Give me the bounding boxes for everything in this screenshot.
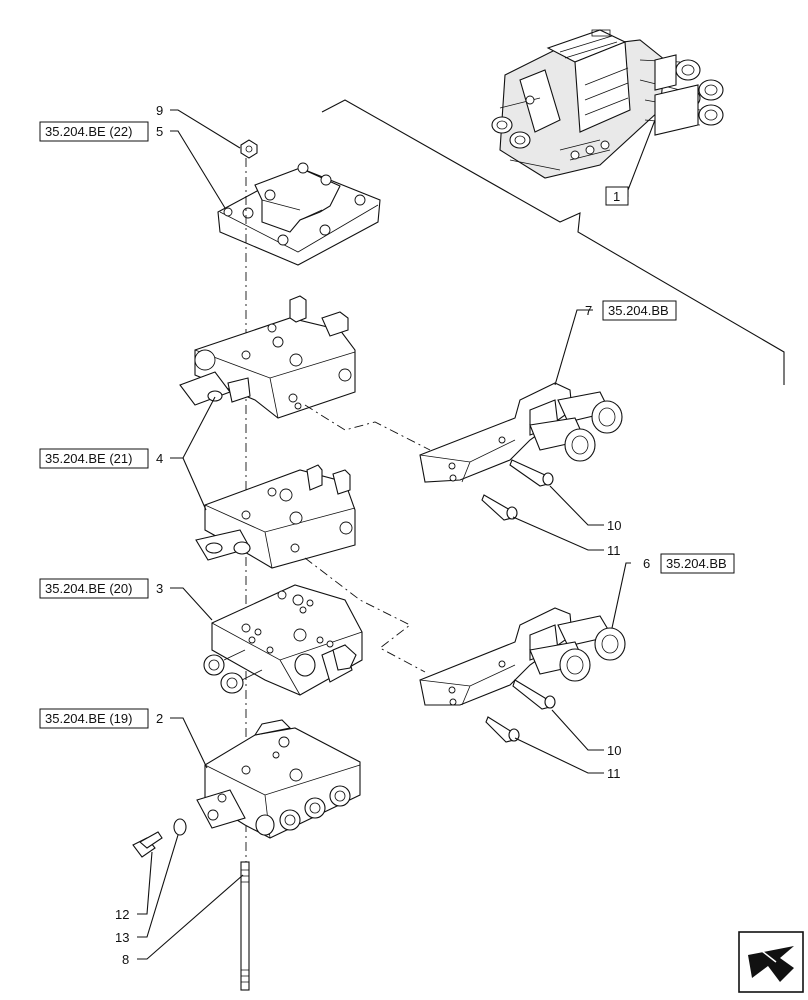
ref-link-35-204-be-19[interactable]: 35.204.BE (19): [39, 708, 149, 729]
coupler-bracket-part-7: [419, 382, 623, 483]
ref-link-35-204-be-20[interactable]: 35.204.BE (20): [39, 578, 149, 599]
callout-7: 7: [585, 303, 592, 318]
callout-11-lower: 11: [607, 766, 621, 781]
valve-section-part-3: [203, 584, 363, 696]
ref-link-35-204-be-22[interactable]: 35.204.BE (22): [39, 121, 149, 142]
bolts-lower: [485, 679, 556, 743]
svg-text:35.204.BE (22): 35.204.BE (22): [45, 124, 132, 139]
svg-text:35.204.BB: 35.204.BB: [608, 303, 669, 318]
valve-section-part-2: [196, 719, 361, 839]
bolts-upper: [481, 459, 554, 521]
svg-text:35.204.BE (19): 35.204.BE (19): [45, 711, 132, 726]
o-ring-part-13: [173, 818, 187, 836]
callout-1-box: [605, 186, 629, 206]
callout-4: 4: [156, 451, 163, 466]
valve-section-part-4-upper: [179, 295, 356, 419]
cover-plate-part-5: [217, 162, 381, 266]
ref-link-35-204-be-21[interactable]: 35.204.BE (21): [39, 448, 149, 469]
coupler-bracket-part-6: [419, 607, 626, 706]
arrow-navigation-icon[interactable]: [738, 931, 804, 993]
callout-13: 13: [115, 930, 129, 945]
break-line: [321, 99, 785, 385]
callout-11-upper: 11: [607, 543, 621, 558]
callout-12: 12: [115, 907, 129, 922]
ref-link-35-204-bb-6[interactable]: 35.204.BB: [660, 553, 735, 574]
callout-8: 8: [122, 952, 129, 967]
svg-text:35.204.BE (20): 35.204.BE (20): [45, 581, 132, 596]
callout-10-lower: 10: [607, 743, 621, 758]
svg-text:35.204.BB: 35.204.BB: [666, 556, 727, 571]
callout-10-upper: 10: [607, 518, 621, 533]
nut-part-9: [240, 139, 258, 159]
svg-text:35.204.BE (21): 35.204.BE (21): [45, 451, 132, 466]
assembly-line-7: [304, 404, 431, 451]
tie-rod-part-8: [240, 861, 250, 991]
ref-link-35-204-bb-7[interactable]: 35.204.BB: [602, 300, 677, 321]
assembly-overview-illustration: [491, 29, 724, 179]
callout-1: 1: [613, 189, 620, 204]
assembly-line-6: [304, 557, 426, 673]
plug-part-12: [132, 831, 163, 858]
callout-2: 2: [156, 711, 163, 726]
callout-3: 3: [156, 581, 163, 596]
callout-9: 9: [156, 103, 163, 118]
callout-5: 5: [156, 124, 163, 139]
valve-section-part-4-lower: [195, 464, 356, 569]
callout-6: 6: [643, 556, 650, 571]
